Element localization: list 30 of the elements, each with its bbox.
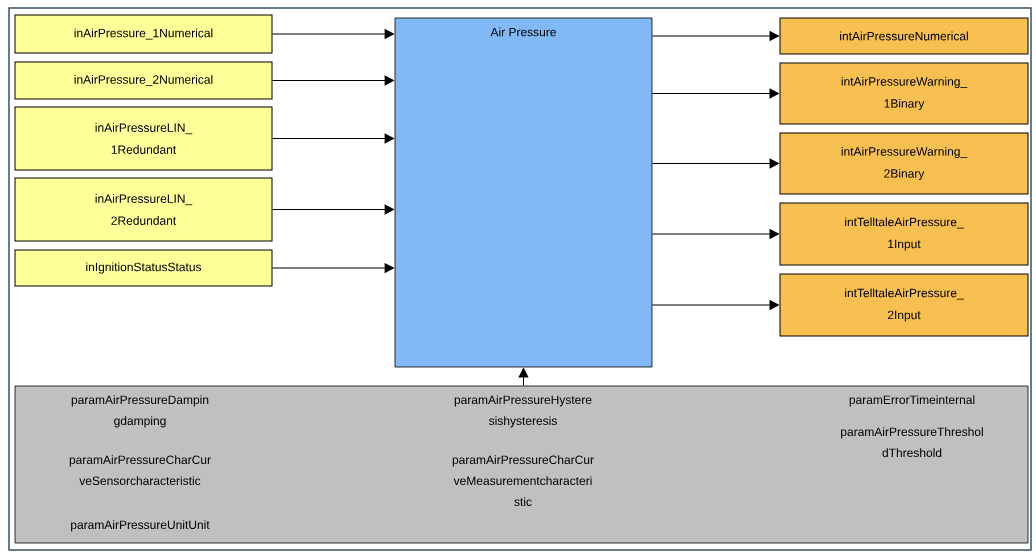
arrow (651, 158, 779, 169)
parameter-label: paramAirPressureUnitUnit (71, 520, 210, 532)
arrow (272, 204, 394, 215)
arrow (651, 300, 779, 310)
output-box: intTelltaleAirPressure_ 1Input (779, 202, 1029, 266)
arrow (651, 31, 779, 41)
arrow (272, 29, 394, 39)
arrow (272, 133, 394, 144)
input-box: inAirPressure_1Numerical (14, 14, 273, 54)
input-box: inAirPressure_2Numerical (14, 61, 273, 100)
parameter-label: paramAirPressureDampin gdamping (71, 395, 209, 428)
arrow (272, 75, 394, 86)
parameter-panel (14, 385, 1029, 544)
output-box: intAirPressureWarning_ 1Binary (779, 62, 1029, 125)
arrow (651, 229, 779, 239)
parameter-label: paramAirPressureCharCur veSensorcharacteristic (69, 455, 211, 485)
function-block: Air Pressure (394, 17, 653, 368)
input-box: inAirPressureLIN_ 2Redundant (14, 177, 273, 242)
arrow (651, 88, 779, 99)
output-box: intTelltaleAirPressure_ 2Input (779, 273, 1029, 337)
input-box: inAirPressureLIN_ 1Redundant (14, 106, 273, 171)
arrow (518, 368, 529, 387)
output-box: intAirPressureNumerical (779, 17, 1029, 55)
parameter-label: paramAirPressureCharCur veMeasurementcharacteri stic (452, 455, 594, 506)
parameter-label: paramAirPressureThreshol dThreshold (841, 427, 983, 457)
parameter-label: paramAirPressureHystere sishysteresis (454, 395, 592, 428)
parameter-label: paramErrorTimeinternal (849, 395, 975, 407)
input-box: inIgnitionStatusStatus (14, 249, 273, 287)
output-box: intAirPressureWarning_ 2Binary (779, 132, 1029, 195)
arrow (272, 263, 394, 273)
